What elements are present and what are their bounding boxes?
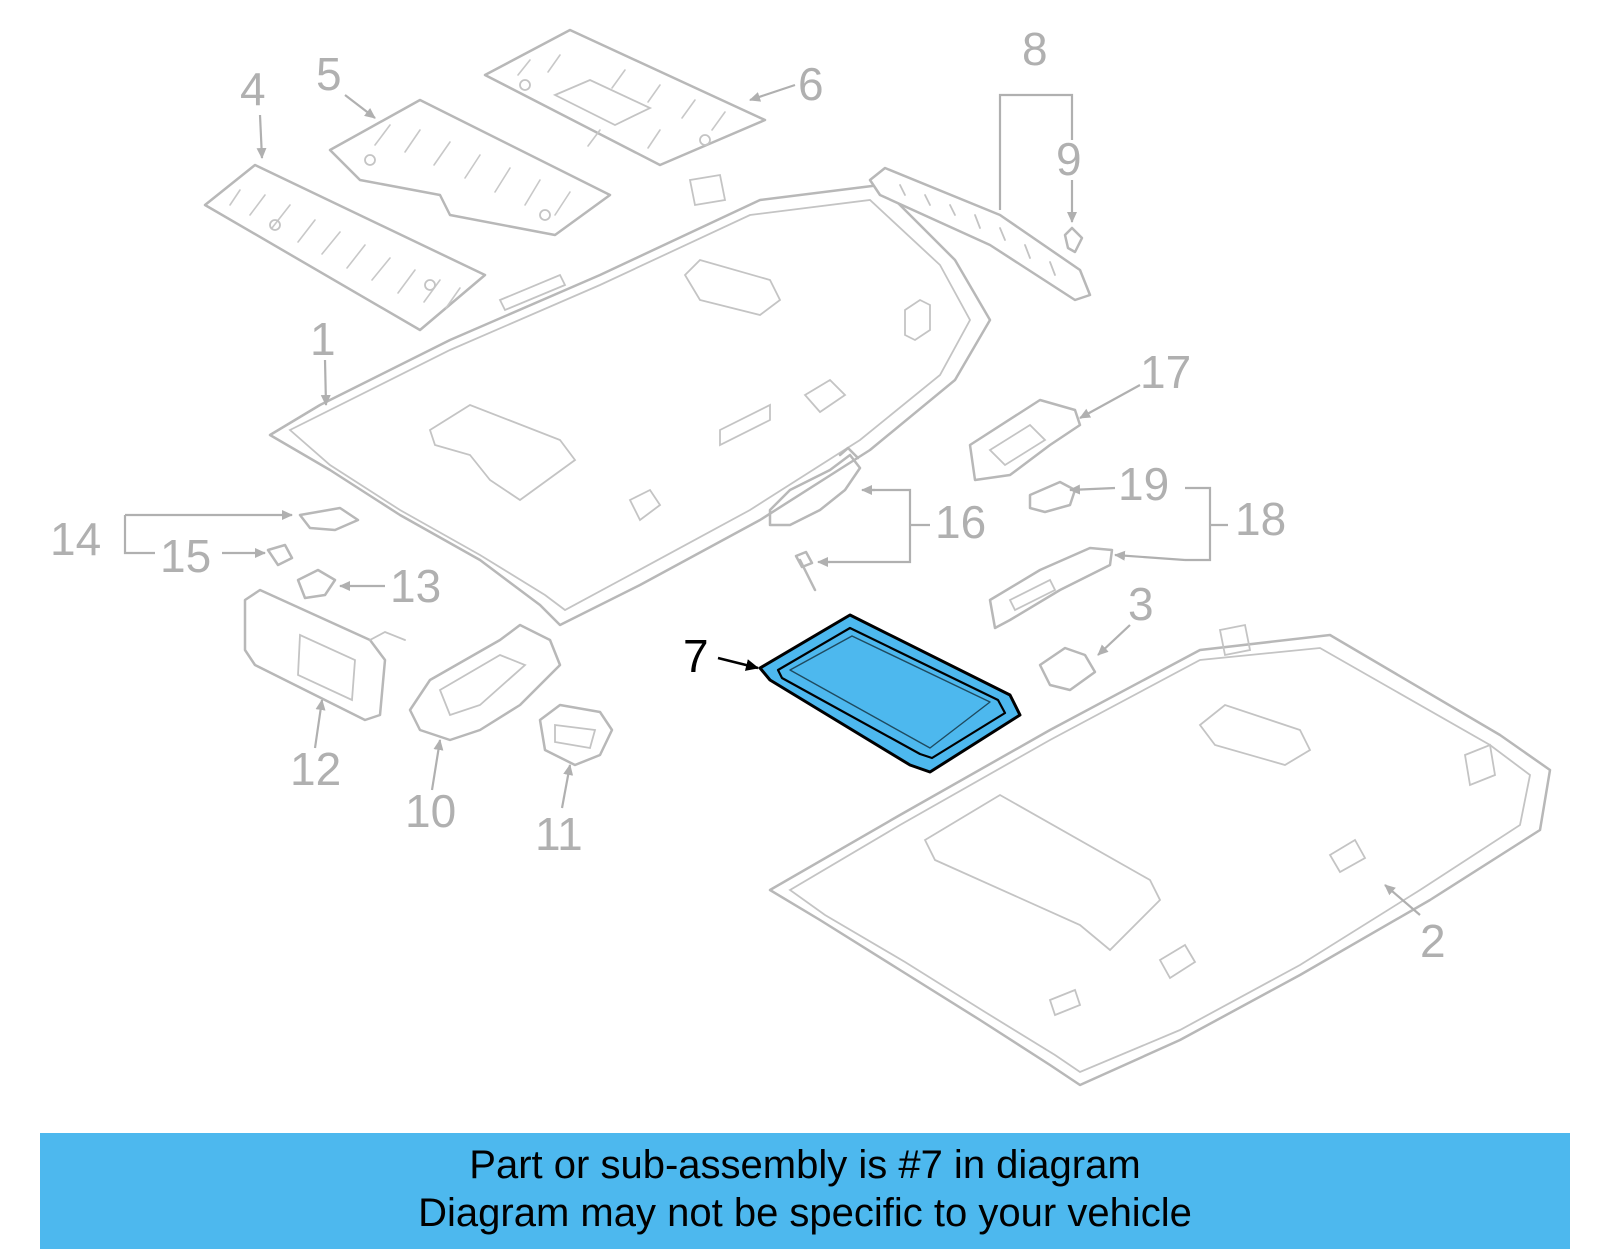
part-7-sunroof-panel xyxy=(758,613,1022,774)
banner-line-1: Part or sub-assembly is #7 in diagram xyxy=(469,1143,1141,1187)
callout-19: 19 xyxy=(1118,458,1169,510)
part-3-hook xyxy=(1038,646,1097,692)
part-4-pad xyxy=(203,163,487,332)
callout-labels: 4 5 6 8 9 1 17 19 18 16 3 14 15 13 12 10… xyxy=(50,23,1446,967)
part-13-clip xyxy=(296,568,337,600)
callout-4: 4 xyxy=(240,63,266,115)
callout-12: 12 xyxy=(290,743,341,795)
callout-8: 8 xyxy=(1022,23,1048,75)
callout-6: 6 xyxy=(798,58,824,110)
callout-13: 13 xyxy=(390,560,441,612)
callout-14: 14 xyxy=(50,513,101,565)
callout-9: 9 xyxy=(1056,133,1082,185)
callout-15: 15 xyxy=(160,530,211,582)
part-1-headliner xyxy=(268,173,992,627)
part-2-headliner xyxy=(768,623,1552,1087)
part-18-handle xyxy=(988,546,1114,630)
part-12-sun-visor xyxy=(243,588,406,722)
part-17-bracket xyxy=(968,398,1082,482)
part-16-grab-handle xyxy=(768,446,862,592)
part-10-console xyxy=(408,623,562,742)
callout-1: 1 xyxy=(310,313,336,365)
part-5-pad xyxy=(328,98,612,237)
callout-2: 2 xyxy=(1420,915,1446,967)
part-6-pad xyxy=(483,28,767,167)
callout-5: 5 xyxy=(316,48,342,100)
callout-18: 18 xyxy=(1235,493,1286,545)
part-11-lamp xyxy=(538,703,614,767)
part-15-clip xyxy=(266,543,294,567)
leader-7 xyxy=(717,656,759,671)
part-19-clip xyxy=(1028,480,1077,514)
part-8-rail xyxy=(868,166,1092,302)
callout-16: 16 xyxy=(935,496,986,548)
banner-line-2: Diagram may not be specific to your vehi… xyxy=(418,1191,1192,1235)
notice-banner: Part or sub-assembly is #7 in diagram Di… xyxy=(40,1133,1570,1249)
part-14-clip xyxy=(298,506,360,532)
callout-10: 10 xyxy=(405,785,456,837)
callout-7: 7 xyxy=(683,630,709,682)
callout-11: 11 xyxy=(535,808,583,860)
callout-3: 3 xyxy=(1128,578,1154,630)
callout-17: 17 xyxy=(1140,346,1191,398)
leader-lines xyxy=(123,83,1421,916)
